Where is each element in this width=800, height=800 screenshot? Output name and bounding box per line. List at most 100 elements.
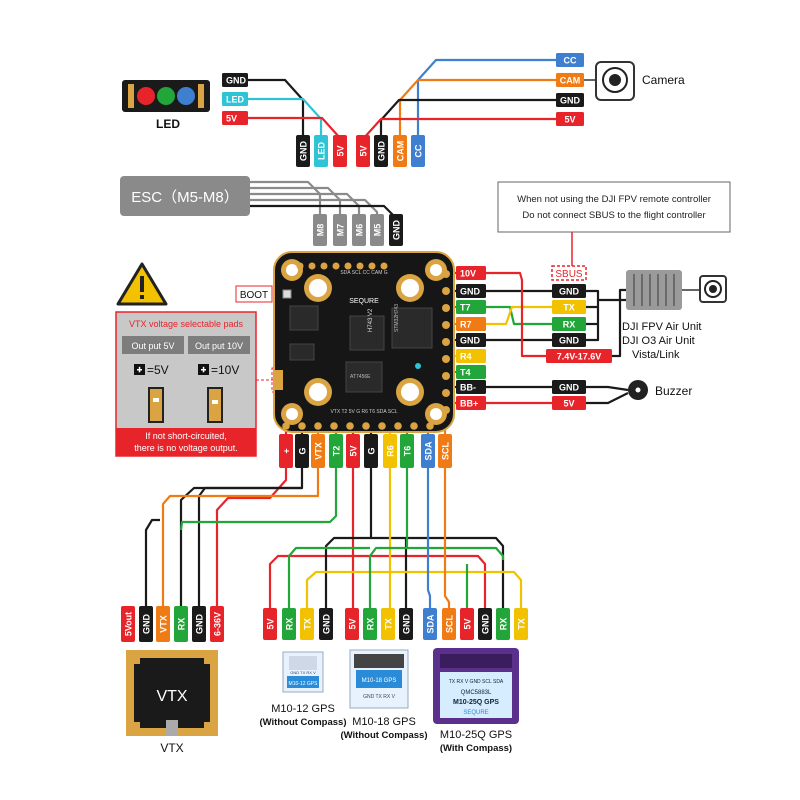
led-pin-led-label: LED [226,95,245,105]
vtx-pin-1-tag [139,606,153,642]
gps25-scl [443,468,451,608]
green-led-icon [157,87,175,105]
bottom-pad-3-tag [329,434,343,468]
gps25-tx [390,570,523,608]
dji-line-1: DJI FPV Air Unit [622,321,701,333]
warning-icon [116,262,168,306]
gps18-pin-0-tag [345,608,359,640]
bottom-pad-1-tag [295,434,309,468]
vtx-pin-4-tag [192,606,206,642]
gps12-pin-1-tag [282,608,296,640]
gps12-pin-1-label: RX [285,618,295,631]
gps12-rx [287,546,370,608]
cam-pin-cam-label: CAM [560,76,581,86]
gps12-name: M10-12 GPS [271,703,335,715]
fc-led-led-label: LED [317,141,327,160]
boot-button [282,289,292,299]
led-module: LED [122,80,210,131]
vtx-out10-label: Out put 10V [195,341,243,351]
gps18-pin-3-tag [399,608,413,640]
fc-right-pad-3-label: R7 [460,320,472,330]
cam-pin-gnd-tag [556,93,584,107]
led-pin-gnd-label: GND [226,76,247,86]
gps25-rx-a [407,546,505,560]
bottom-pad-0-label: + [282,448,292,453]
bottom-pad-3-label: T2 [332,446,342,457]
camera-title: Camera [642,73,685,87]
gps18-pin-2-label: TX [384,618,394,630]
gps25-pin-2-label: 5V [463,618,473,629]
gps18-pin-2-tag [381,608,395,640]
gps25-sda [426,468,432,608]
vtx-vtx-wire [161,468,320,606]
gps25-pin-0-label: SDA [426,614,436,634]
esc-pin-4-tag [389,214,403,246]
bottom-pad-5-tag [364,434,378,468]
board-chip1: STM32H743 [394,304,400,332]
wires [144,58,629,608]
sbus-note: When not using the DJI FPV remote contro… [497,181,731,233]
dji-rx-tag [552,317,586,331]
gps-m10-25q: TX RX V GND SCL SDA QMC5883L M10-25Q GPS… [433,648,519,754]
vtx-warn-2: there is no voltage output. [134,443,238,453]
cam-wire-0 [416,58,556,135]
flight-controller: SEQURE H743 V2 STM32H743 AT7456E SDA SCL… [273,251,455,433]
bottom-pad-4-label: 5V [349,445,359,456]
dji-right-a [586,289,600,307]
buzzer-5v-label: 5V [563,399,574,409]
vtx-g-wire [179,468,304,606]
bottom-pad-1-label: G [298,447,308,454]
led-pin-led-tag [222,92,248,106]
gps25-sub: (With Compass) [440,743,512,754]
gps12-pin-0-label: 5V [266,618,276,629]
cam-wire-1 [398,78,556,135]
esc-pin-0-tag [313,214,327,246]
vtx-warn-1: If not short-circuited, [145,431,227,441]
fc-led-led-tag [314,135,328,167]
dji-tx-label: TX [563,303,575,313]
led-pin-gnd-tag [222,73,248,87]
gps18-pin-1-tag [363,608,377,640]
vtx-out5-label: Out put 5V [131,341,174,351]
cam-pin-5v-label: 5V [564,115,575,125]
fc-cam-cam-tag [393,135,407,167]
board-brand: SEQURE [349,298,379,305]
gps25-pin-5-tag [514,608,528,640]
gps18-pin-3-label: GND [402,614,412,635]
gps25-pin-2-tag [460,608,474,640]
cam-pin-cc-tag [556,53,584,67]
fc-led-5v-tag [333,135,347,167]
led-wire-0 [222,78,305,135]
bottom-pad-8-tag [421,434,435,468]
bottom-pad-7-label: T6 [403,446,413,457]
note-line-2: Do not connect SBUS to the flight contro… [522,210,705,221]
bottom-pad-0-tag [279,434,293,468]
gps12-pin-3-label: GND [322,614,332,635]
camera-module: Camera [595,61,685,101]
gps12-gnd [324,536,371,608]
esc-wire-2 [250,192,361,214]
gps12-tx [305,570,390,608]
dji-10v-wire [486,271,546,358]
cam-pin-gnd-label: GND [560,96,581,106]
vtx-title: VTX [160,741,183,755]
fc-cam-cc-label: CC [414,144,424,157]
bottom-pad-4-tag [346,434,360,468]
gps18-rx [368,468,409,608]
gps25-pin-1-label: SCL [445,614,455,633]
fc-right-pad-1-tag [456,284,486,298]
esc-title: ESC（M5-M8） [131,189,239,206]
dji-vin-label: 7.4V-17.6V [557,352,602,362]
cam-wire-3 [361,117,556,141]
vtx-vin-wire [215,468,288,606]
vtx-gnd-wire [144,518,160,606]
cam-wire-2 [379,98,556,135]
gps18-pin-1-label: RX [366,618,376,631]
gps25-chip: M10-25Q GPS [453,699,499,706]
buzzer-title: Buzzer [655,384,692,398]
fc-led-gnd-tag [296,135,310,167]
board-pads [282,262,450,430]
buzzer-module: Buzzer [628,380,692,400]
